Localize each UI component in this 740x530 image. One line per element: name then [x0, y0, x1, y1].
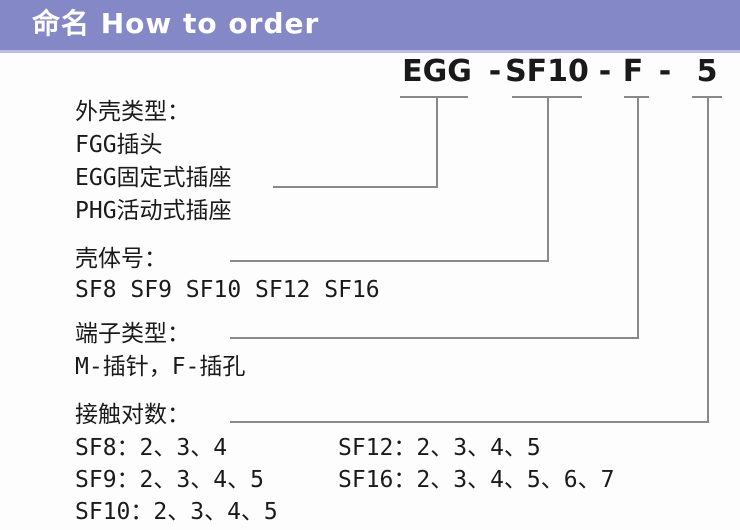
contact-pairs-left-row: SF8：2、3、4 — [75, 435, 228, 461]
header-bar: 命名 How to order — [0, 0, 740, 50]
shell-size-option: SF8 SF9 SF10 SF12 SF16 — [75, 277, 380, 303]
shell-size-label: 壳体号： — [75, 246, 167, 272]
connector-terminal-vertical — [637, 96, 639, 337]
underline-shell — [400, 96, 468, 98]
code-dash-2: - — [598, 54, 612, 89]
connector-size-vertical — [547, 96, 549, 260]
terminal-type-label: 端子类型： — [75, 321, 190, 347]
shell-type-option: FGG插头 — [75, 132, 163, 158]
connector-size-horizontal — [230, 260, 549, 262]
terminal-type-option: M-插针，F-插孔 — [75, 354, 246, 380]
connector-contacts-horizontal — [230, 421, 709, 423]
code-terminal-segment: F — [622, 54, 644, 89]
connector-terminal-horizontal — [230, 337, 639, 339]
connector-shell-horizontal — [273, 186, 438, 188]
contact-pairs-right-row: SF12：2、3、4、5 — [338, 435, 541, 461]
contact-pairs-left-row: SF10：2、3、4、5 — [75, 499, 278, 525]
contact-pairs-right-row: SF16：2、3、4、5、6、7 — [338, 467, 615, 493]
connector-contacts-vertical — [707, 96, 709, 421]
connector-shell-vertical — [436, 96, 438, 186]
shell-type-label: 外壳类型： — [75, 99, 190, 125]
code-shell-segment: EGG — [402, 54, 472, 89]
contact-pairs-label: 接触对数： — [75, 402, 190, 428]
shell-type-option: PHG活动式插座 — [75, 198, 232, 224]
code-contacts-segment: 5 — [696, 54, 718, 89]
shell-type-option: EGG固定式插座 — [75, 165, 232, 191]
underline-terminal — [624, 96, 649, 98]
code-size-segment: SF10 — [505, 54, 589, 89]
code-dash-3: - — [658, 54, 672, 89]
code-dash-1: - — [488, 54, 502, 89]
header-bar-edge — [0, 50, 740, 53]
contact-pairs-left-row: SF9：2、3、4、5 — [75, 467, 264, 493]
page-title: 命名 How to order — [32, 7, 320, 40]
